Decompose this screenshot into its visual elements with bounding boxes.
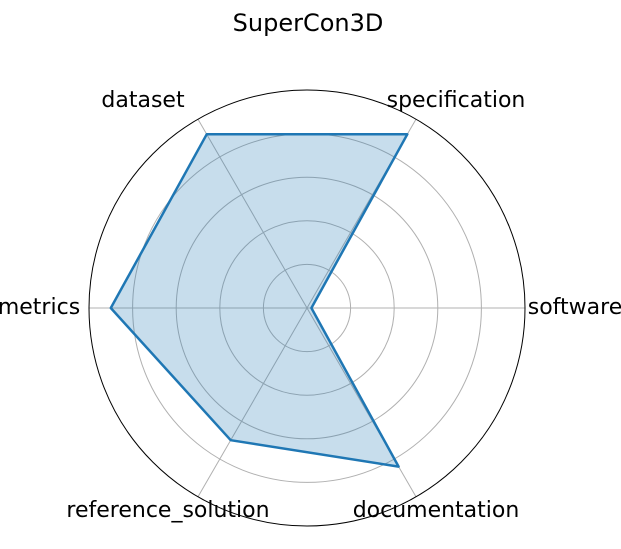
axis-label-dataset: dataset (101, 88, 185, 113)
axis-label-specification: specification (387, 88, 526, 113)
axis-labels: software specification dataset metrics refer… (0, 88, 621, 523)
axis-label-software: software (528, 295, 621, 320)
spoke-dataset (197, 118, 308, 309)
chart-title: SuperCon3D (233, 9, 384, 37)
axis-label-reference_solution: reference_solution (66, 498, 269, 523)
axis-label-documentation: documentation (353, 498, 520, 523)
spoke-reference_solution (197, 307, 308, 498)
series-line-1 (109, 133, 409, 468)
series-area-1 (110, 134, 408, 467)
outer-ring (88, 89, 526, 527)
series-layer (109, 133, 409, 468)
axis-label-metrics: metrics (0, 295, 80, 320)
